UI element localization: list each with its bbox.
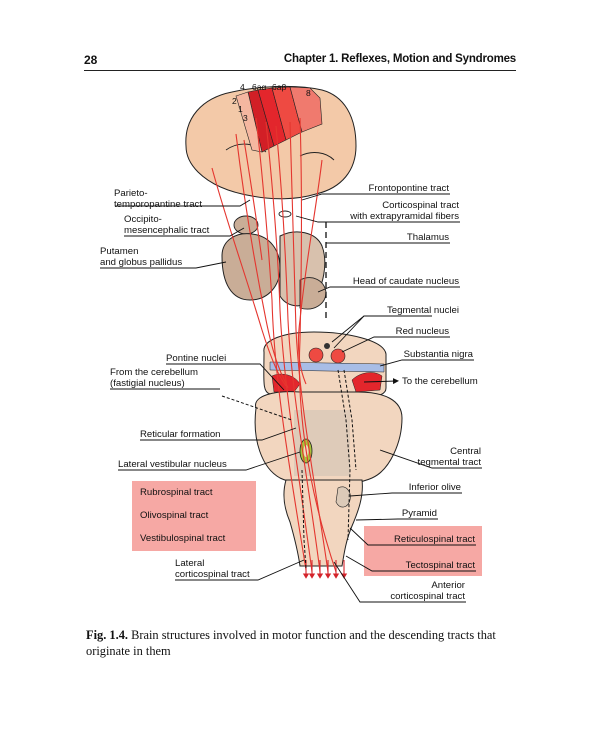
label-central-tegmental-tract: tegmental tract [418,457,482,468]
label-pontine-nuclei: Pontine nuclei [166,353,226,364]
substantia-nigra [269,361,385,373]
label-fastigial-nucleus: (fastigial nucleus) [110,378,185,389]
page-number: 28 [84,53,98,67]
area-3-1-2-sensory [235,91,263,153]
label-lateral-vestibular-nucleus: Lateral vestibular nucleus [118,459,227,470]
chapter-title: Chapter 1. Reflexes, Motion and Syndrome… [283,53,516,65]
medulla-oblongata [283,479,363,567]
area-number-6a-beta: 6aβ [272,82,286,92]
area-number-2: 2 [232,96,237,106]
figure-caption-label: Fig. 1.4. [86,628,128,642]
label-parieto: Parieto- [114,188,148,199]
tegmental-nucleus [324,343,330,349]
label-olivospinal-tract: Olivospinal tract [140,510,209,521]
dashed-tracts [221,369,357,569]
label-putamen: Putamen [100,246,138,257]
running-header: 28 Chapter 1. Reflexes, Motion and Syndr… [84,52,516,71]
label-lateral: Lateral [175,558,204,569]
label-extrapyramidal-fibers: with extrapyramidal fibers [349,211,459,222]
label-occipitomesencephalic-tract: mesencephalic tract [124,225,210,236]
label-pyramid: Pyramid [402,508,437,519]
label-parietotemporopantine-tract: temporopantine tract [114,199,202,210]
label-tectospinal-tract: Tectospinal tract [406,560,476,571]
area-number-6a-alpha: 6aα [252,82,266,92]
label-substantia-nigra: Substantia nigra [404,349,474,360]
figure-caption: Fig. 1.4. Brain structures involved in m… [86,627,522,659]
internal-capsule-ring [278,210,292,218]
tract-arrowheads [302,560,348,579]
label-tegmental-nuclei: Tegmental nuclei [387,305,459,316]
to-cerebellum-arrow [363,378,399,385]
label-head-of-caudate-nucleus: Head of caudate nucleus [353,276,459,287]
area-number-1: 1 [238,104,243,114]
descending-tracts [211,117,337,573]
area-number-4: 4 [240,82,245,92]
label-anterior: Anterior [431,580,465,591]
label-leader-lines [100,193,482,603]
label-reticulospinal-tract: Reticulospinal tract [394,534,475,545]
label-rubrospinal-tract: Rubrospinal tract [140,487,213,498]
figure-caption-text: Brain structures involved in motor funct… [86,628,496,658]
cortical-sulcus-2 [299,152,335,161]
red-nucleus-right [330,348,346,364]
label-red-nucleus: Red nucleus [396,326,450,337]
red-nucleus-left [308,347,324,363]
area-number-3: 3 [243,113,248,123]
label-to-the-cerebellum: To the cerebellum [402,376,478,387]
label-central: Central [450,446,481,457]
label-vestibulospinal-tract: Vestibulospinal tract [140,533,226,544]
label-frontopontine-tract: Frontopontine tract [368,183,449,194]
label-reticular-formation: Reticular formation [140,429,221,440]
label-inferior-olive: Inferior olive [409,482,461,493]
highlight-box-right [364,526,482,576]
brain-motor-tracts-figure: 4 6aα 6aβ 8 2 1 3 [100,82,482,603]
highlight-box-left [132,481,256,551]
label-anterior-corticospinal-tract: corticospinal tract [390,591,465,602]
inferior-olive [335,486,351,508]
label-corticospinal-tract: Corticospinal tract [382,200,459,211]
label-thalamus: Thalamus [407,232,449,243]
label-globus-pallidus: and globus pallidus [100,257,182,268]
label-lateral-corticospinal-tract: corticospinal tract [175,569,250,580]
area-number-8: 8 [306,88,311,98]
label-occipito: Occipito- [124,214,162,225]
label-from-cerebellum: From the cerebellum [110,367,198,378]
